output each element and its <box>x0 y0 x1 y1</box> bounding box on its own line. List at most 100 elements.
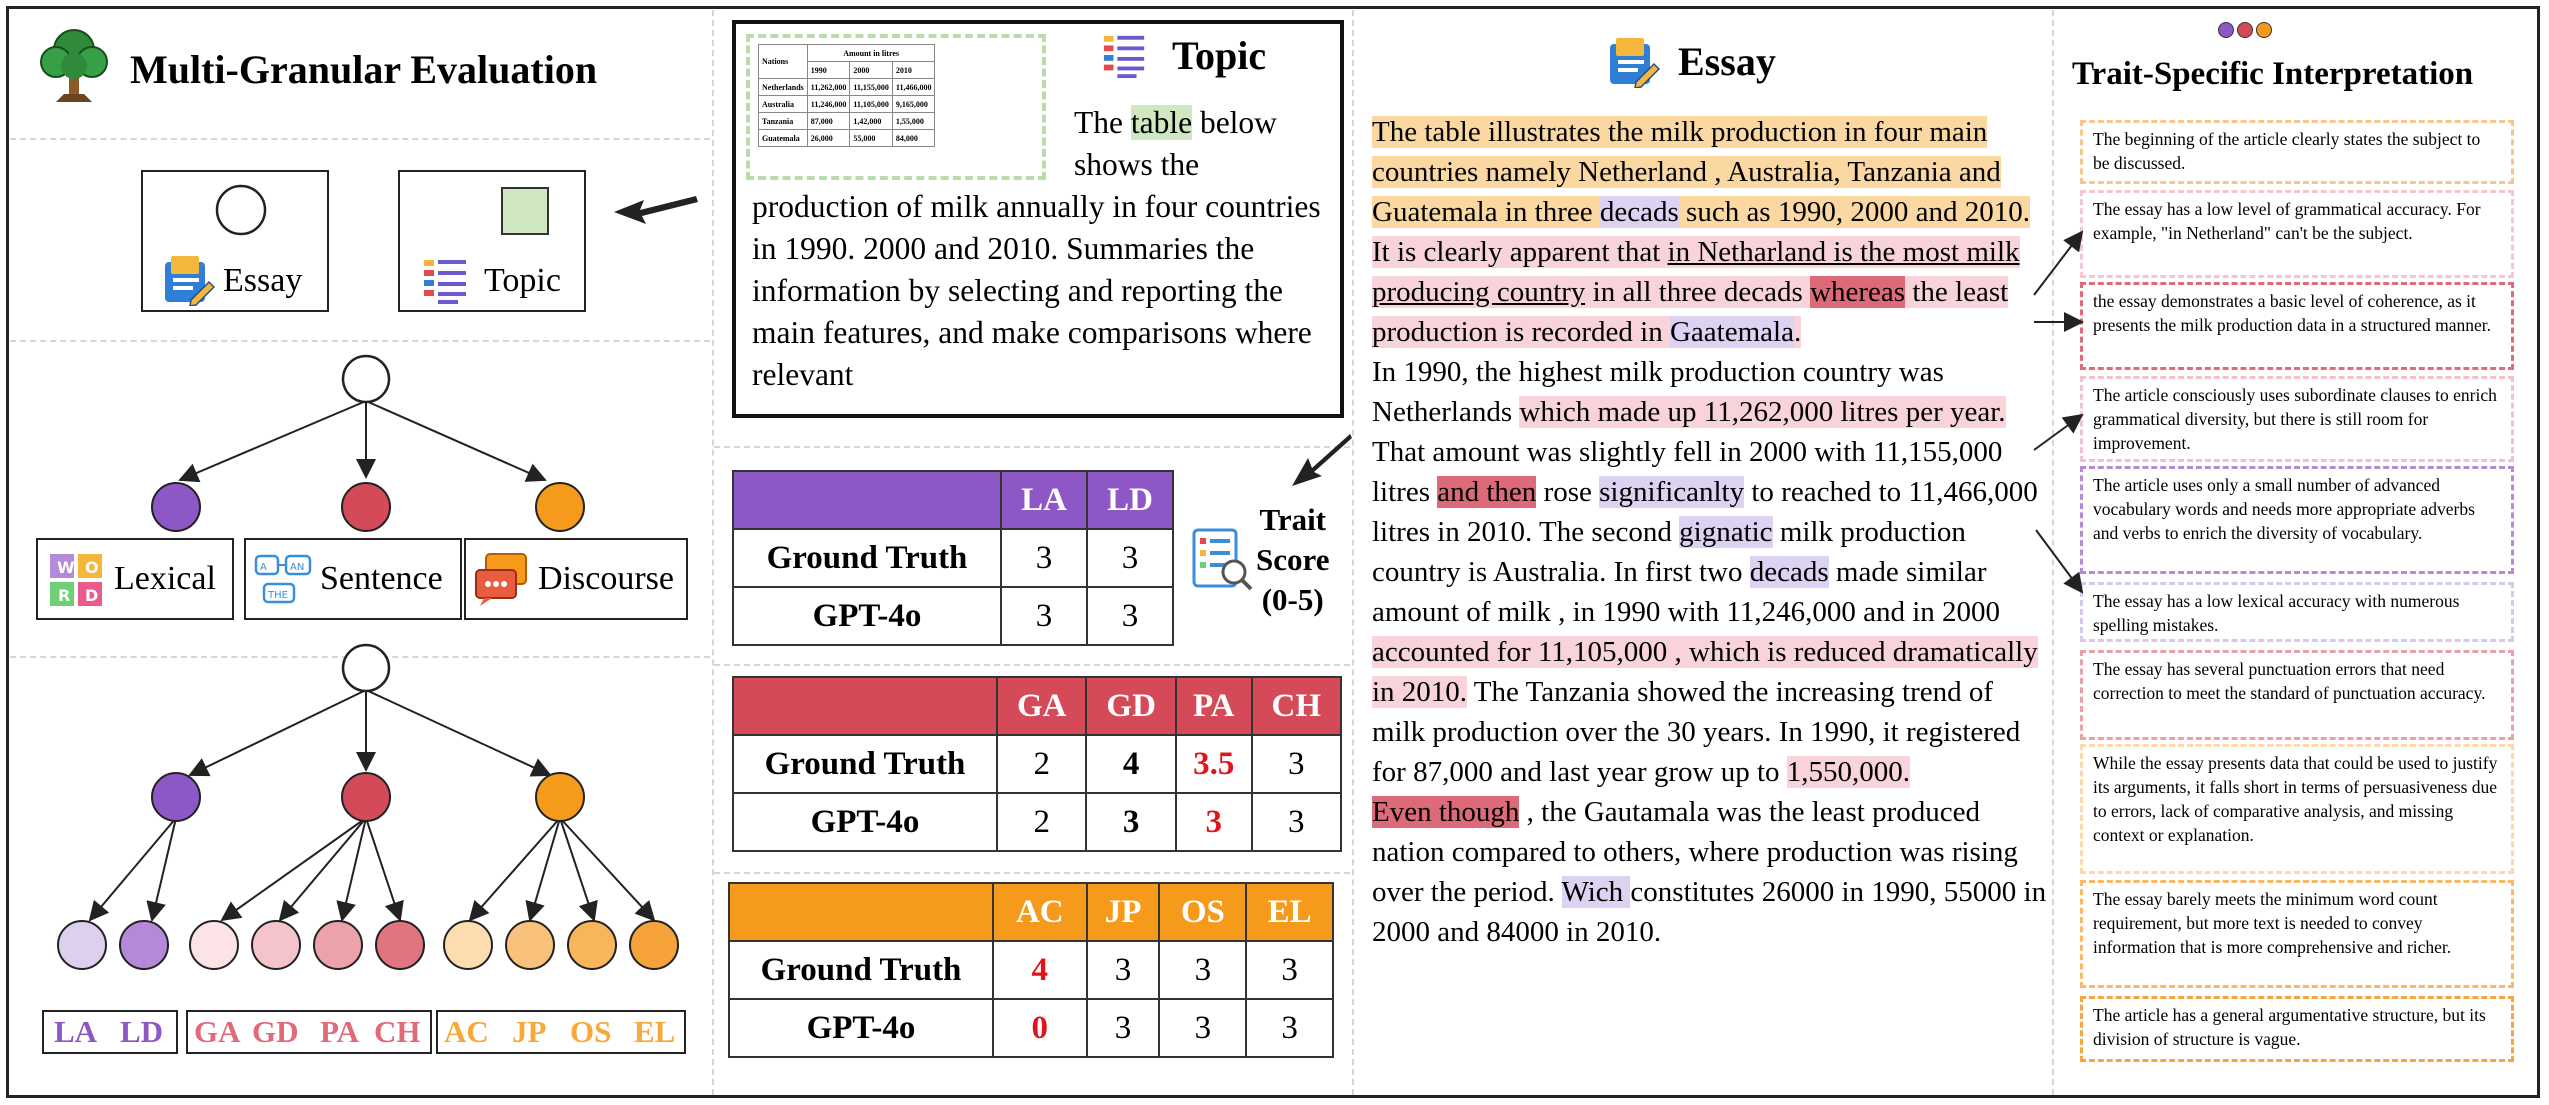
mini-col-header: Nations <box>758 44 808 79</box>
row-label: GPT-4o <box>728 998 994 1058</box>
essay-segment: made similar amount of milk , in 1990 wi… <box>1372 556 2001 628</box>
trait-header: AC <box>992 882 1088 942</box>
score-table-discourse: AC JP OS EL Ground Truth 4 3 3 3 GPT-4o … <box>728 882 1334 1058</box>
score-cell: 3 <box>1086 586 1174 646</box>
score-cell: 3 <box>1174 792 1253 852</box>
divider <box>714 872 1350 874</box>
divider <box>712 10 714 1095</box>
mini-cell: Netherlands <box>758 78 808 96</box>
essay-label: Essay <box>223 262 303 299</box>
essay-segment: significanlty <box>1599 476 1745 508</box>
interpretation-arrows <box>2033 230 2084 594</box>
essay-segment: to reached to 11,466,000 litres in 2010.… <box>1372 476 2038 548</box>
svg-text:O: O <box>85 558 99 577</box>
dot-red <box>2237 22 2253 38</box>
mini-col-header: 2000 <box>849 61 893 79</box>
topic-node-box: Topic <box>398 170 586 312</box>
trait-ac: AC <box>444 1014 489 1049</box>
level-tree <box>151 354 585 532</box>
score-cell: 0 <box>992 998 1088 1058</box>
essay-segment: The Tanzania showed the increasing trend… <box>1372 676 2021 788</box>
score-table-lexical: LA LD Ground Truth 3 3 GPT-4o 3 3 <box>732 470 1174 646</box>
trait-score-line: Trait <box>1259 502 1327 537</box>
mini-col-header: Amount in litres <box>806 44 936 62</box>
mini-col-header: 2010 <box>891 61 936 79</box>
score-cell: 4 <box>992 940 1088 1000</box>
essay-title: Essay <box>1678 39 1776 84</box>
essay-segment: milk production country is Australia. In… <box>1372 516 1966 588</box>
color-dots <box>2218 22 2275 43</box>
trait-score-label: Trait Score (0-5) <box>1256 500 1329 620</box>
svg-text:W: W <box>57 558 75 577</box>
score-cell: 3 <box>1000 528 1088 588</box>
interpretation-title: Trait-Specific Interpretation <box>2072 56 2474 92</box>
lexical-box: W O R D Lexical <box>36 538 234 620</box>
svg-text:D: D <box>85 586 98 605</box>
word-puzzle-icon: W O R D <box>50 554 102 606</box>
mini-cell: 84,000 <box>891 129 936 147</box>
mini-cell: 26,000 <box>806 129 851 147</box>
essay-segment: Even though <box>1372 796 1520 828</box>
essay-segment: Wich <box>1561 876 1631 908</box>
score-cell: 3.5 <box>1174 734 1253 794</box>
score-cell: 2 <box>995 792 1088 852</box>
dot-purple <box>2218 22 2234 38</box>
essay-segment: whereas <box>1810 276 1906 308</box>
score-cell: 3 <box>1245 998 1334 1058</box>
mini-cell: 11,262,000 <box>806 78 851 96</box>
table-corner <box>732 676 998 736</box>
score-cell: 3 <box>1085 998 1161 1058</box>
interpretation-item: The article has a general argumentative … <box>2080 996 2514 1062</box>
trait-score-line: Score <box>1256 542 1330 577</box>
divider <box>1352 10 1354 1095</box>
essay-icon <box>165 256 215 306</box>
interpretation-item: The article consciously uses subordinate… <box>2080 376 2514 462</box>
trait-header: JP <box>1085 882 1161 942</box>
trait-ga: GA <box>194 1014 241 1049</box>
row-label: Ground Truth <box>732 734 998 794</box>
trait-jp: JP <box>512 1014 547 1049</box>
score-cell: 4 <box>1085 734 1177 794</box>
discourse-label: Discourse <box>538 560 674 597</box>
interpretation-item: The beginning of the article clearly sta… <box>2080 120 2514 184</box>
essay-segment: accounted for 11,105,000 <box>1372 636 1668 668</box>
essay-segment: and then <box>1437 476 1537 508</box>
essay-segment: in all three decads <box>1585 276 1811 308</box>
topic-icon <box>424 260 466 304</box>
trait-el: EL <box>634 1014 676 1049</box>
score-cell: 3 <box>1085 792 1177 852</box>
trait-header: LA <box>1000 470 1088 530</box>
interpretation-item: the essay demonstrates a basic level of … <box>2080 282 2514 370</box>
topic-node-square <box>501 187 549 235</box>
topic-text-part: The <box>1074 105 1131 140</box>
topic-label: Topic <box>484 262 561 299</box>
essay-body: The table illustrates the milk productio… <box>1372 112 2052 952</box>
score-cell: 3 <box>1250 734 1343 794</box>
divider <box>714 664 1350 666</box>
divider <box>714 446 1350 448</box>
essay-node-box: Essay <box>141 170 329 312</box>
svg-text:AN: AN <box>290 562 304 573</box>
essay-node-circle <box>215 184 267 236</box>
mini-table-float <box>752 102 1074 182</box>
svg-text:R: R <box>58 586 70 605</box>
topic-icon <box>1103 35 1145 79</box>
score-cell: 3 <box>1086 528 1174 588</box>
score-table-sentence: GA GD PA CH Ground Truth 2 4 3.5 3 GPT-4… <box>732 676 1343 852</box>
essay-segment: . <box>1793 316 1802 348</box>
interpretation-item: The essay has a low lexical accuracy wit… <box>2080 582 2514 642</box>
trait-header: PA <box>1174 676 1253 736</box>
essay-segment: constitutes 26000 in 1990, 55000 in 2000… <box>1372 876 2047 948</box>
discourse-traits-box: AC JP OS EL <box>436 1010 686 1054</box>
essay-segment: , the Gautamala was the least produced n… <box>1372 796 2018 908</box>
essay-segment: That amount was slightly fell in 2000 wi… <box>1372 436 2003 508</box>
essay-segment: gignatic <box>1679 516 1773 548</box>
trait-header: OS <box>1158 882 1248 942</box>
discourse-box: Discourse <box>464 538 688 620</box>
figure-frame <box>6 6 2540 1098</box>
trait-header: EL <box>1245 882 1334 942</box>
mini-cell: 55,000 <box>849 129 893 147</box>
sentence-traits-box: GA GD PA CH <box>186 1010 432 1054</box>
table-corner <box>728 882 994 942</box>
score-cell: 3 <box>1085 940 1161 1000</box>
